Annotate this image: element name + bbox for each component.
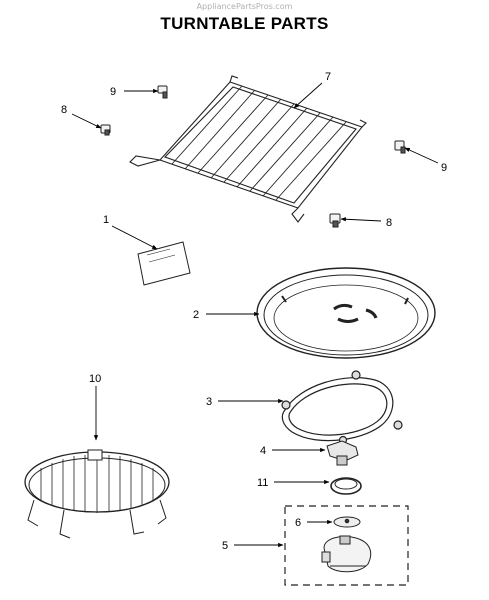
clip-part-9-left — [157, 85, 168, 99]
label-card-part-1 — [137, 241, 191, 286]
motor-assembly-box-part-5 — [284, 505, 409, 586]
washer-part-11 — [330, 477, 362, 495]
callout-9-right: 9 — [441, 162, 447, 174]
callout-6: 6 — [295, 517, 301, 529]
callout-11: 11 — [257, 477, 268, 489]
leader-lines — [71, 82, 439, 548]
callout-9-left: 9 — [110, 86, 116, 98]
clip-part-9-right — [394, 140, 406, 154]
diagram-title: TURNTABLE PARTS — [160, 14, 329, 33]
callout-8-right: 8 — [386, 217, 392, 229]
callout-10: 10 — [89, 373, 101, 385]
callout-7: 7 — [325, 71, 331, 83]
round-rack-part-10 — [24, 449, 170, 539]
motor-cap-part-6 — [333, 516, 361, 528]
turntable-tray-part-2 — [256, 267, 436, 359]
callout-2: 2 — [193, 309, 199, 321]
callout-4: 4 — [260, 445, 266, 457]
wire-rack-part-7 — [129, 75, 367, 223]
turntable-motor — [321, 535, 372, 573]
clip-part-8-right — [329, 213, 341, 228]
watermark: AppliancePartsPros.com — [196, 2, 293, 11]
callout-1: 1 — [103, 214, 109, 226]
callout-3: 3 — [206, 396, 212, 408]
clip-part-8-left — [100, 124, 111, 136]
callout-8-left: 8 — [61, 104, 67, 116]
callout-5: 5 — [222, 540, 228, 552]
coupler-part-4 — [326, 440, 359, 466]
roller-ring-part-3 — [281, 370, 403, 445]
